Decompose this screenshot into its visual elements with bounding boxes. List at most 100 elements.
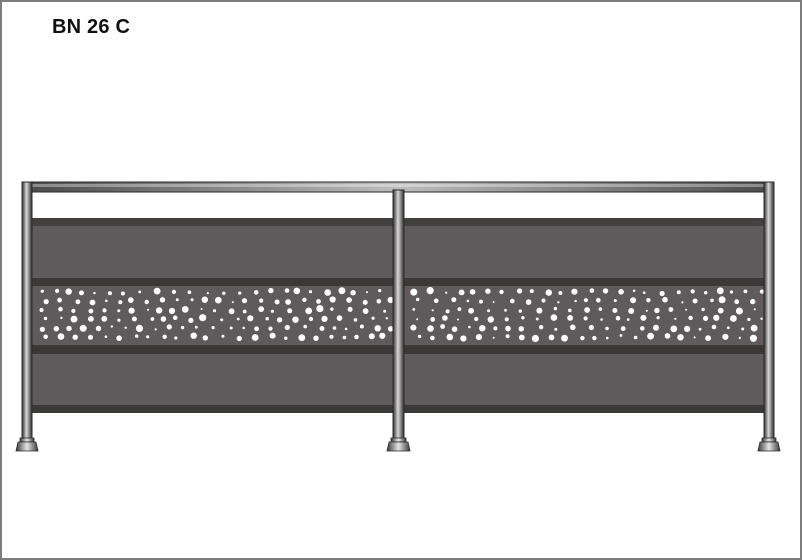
perforation-dot xyxy=(160,316,167,322)
perforation-dot xyxy=(504,317,509,322)
left-lower-divider xyxy=(31,345,394,354)
product-title: BN 26 C xyxy=(52,16,131,38)
perforation-dot xyxy=(117,309,121,313)
perforation-dot xyxy=(417,334,422,339)
perforation-dot xyxy=(293,287,301,295)
perforation-dot xyxy=(146,308,150,311)
perforation-dot xyxy=(124,326,127,329)
perforation-dot xyxy=(505,325,511,332)
perforation-dot xyxy=(717,307,724,314)
perforation-dot xyxy=(39,308,44,312)
perforation-dot xyxy=(605,326,609,331)
left-bay xyxy=(31,218,394,413)
left-dot-pattern xyxy=(39,287,394,342)
perforation-dot xyxy=(598,307,603,311)
perforation-dot xyxy=(284,324,290,331)
perforation-dot xyxy=(60,316,63,320)
perforation-dot xyxy=(416,297,420,302)
perforation-dot xyxy=(117,318,121,322)
perforation-dot xyxy=(292,316,299,323)
perforation-dot xyxy=(199,314,207,322)
perforation-dot xyxy=(521,316,525,320)
perforation-dot xyxy=(268,326,273,331)
perforation-dot xyxy=(88,316,94,322)
right-foot xyxy=(757,437,781,452)
perforation-dot xyxy=(247,315,254,322)
perforation-dot xyxy=(747,317,751,322)
perforation-dot xyxy=(442,315,448,321)
perforation-dot xyxy=(589,288,595,293)
perforation-dot xyxy=(539,325,544,330)
perforation-dot xyxy=(469,289,476,295)
perforation-dot xyxy=(662,296,668,303)
perforation-dot xyxy=(387,296,394,304)
perforation-dot xyxy=(383,309,387,313)
perforation-dot xyxy=(571,288,578,295)
perforation-dot xyxy=(253,290,259,295)
perforation-dot xyxy=(362,308,369,314)
perforation-dot xyxy=(344,327,348,331)
perforation-dot xyxy=(379,332,386,339)
perforation-dot xyxy=(596,298,601,303)
perforation-dot xyxy=(479,325,486,332)
perforation-dot xyxy=(735,307,743,315)
perforation-dot xyxy=(338,287,346,295)
perforation-dot xyxy=(430,317,436,322)
middle-post xyxy=(392,189,405,441)
perforation-dot xyxy=(729,290,734,294)
perforation-dot xyxy=(554,327,558,331)
perforation-dot xyxy=(602,288,609,294)
perforation-dot xyxy=(346,297,352,303)
perforation-dot xyxy=(749,334,758,342)
perforation-dot xyxy=(653,324,659,331)
perforation-dot xyxy=(670,325,678,333)
perforation-dot xyxy=(518,334,525,341)
perforation-dot xyxy=(620,326,626,331)
perforation-dot xyxy=(159,297,166,303)
perforation-dot xyxy=(550,314,558,321)
perforation-dot xyxy=(102,308,107,313)
perforation-dot xyxy=(70,315,78,323)
perforation-dot xyxy=(366,291,368,294)
perforation-dot xyxy=(557,301,560,304)
perforation-dot xyxy=(588,324,595,331)
perforation-dot xyxy=(440,324,445,329)
perforation-dot xyxy=(215,296,222,304)
perforation-dot xyxy=(171,289,176,294)
perforation-dot xyxy=(190,298,194,302)
perforation-dot xyxy=(222,291,226,295)
perforation-dot xyxy=(668,307,674,312)
perforation-dot xyxy=(128,307,135,314)
perforation-dot xyxy=(40,289,44,293)
top-rail-highlight xyxy=(23,184,774,187)
perforation-dot xyxy=(374,325,381,332)
perforation-dot xyxy=(174,336,178,340)
perforation-dot xyxy=(329,334,334,339)
perforation-dot xyxy=(154,328,157,331)
left-foot xyxy=(15,437,39,452)
perforation-dot xyxy=(308,290,313,294)
perforation-dot xyxy=(302,297,307,302)
perforation-dot xyxy=(451,326,458,333)
perforation-dot xyxy=(284,336,288,340)
perforation-dot xyxy=(118,300,123,305)
perforation-dot xyxy=(242,309,247,314)
right-bottom-rail xyxy=(404,405,765,413)
perforation-dot xyxy=(88,308,94,314)
perforation-dot xyxy=(104,335,108,339)
perforation-dot xyxy=(677,334,684,341)
perforation-dot xyxy=(561,334,568,342)
perforation-dot xyxy=(681,301,684,304)
perforation-dot xyxy=(630,297,637,304)
perforation-dot xyxy=(231,301,234,304)
perforation-dot xyxy=(236,317,240,321)
perforation-dot xyxy=(53,326,59,332)
perforation-dot xyxy=(698,327,702,331)
perforation-dot xyxy=(258,306,265,312)
perforation-dot xyxy=(316,299,321,304)
perforation-dot xyxy=(305,307,313,315)
perforation-dot xyxy=(57,333,65,340)
perforation-dot xyxy=(120,291,125,296)
perforation-dot xyxy=(89,299,96,306)
perforation-dot xyxy=(228,308,235,315)
